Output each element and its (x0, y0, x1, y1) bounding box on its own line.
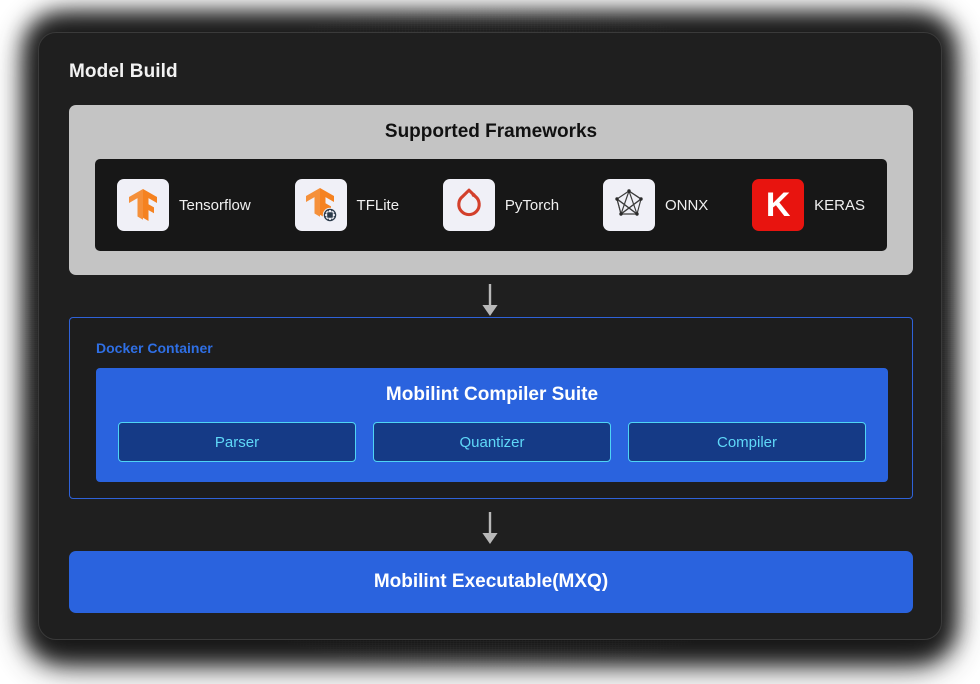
down-arrow-icon (482, 512, 498, 544)
framework-item-tflite[interactable]: TFLite (294, 179, 400, 231)
mobilint-executable-bar: Mobilint Executable(MXQ) (69, 551, 913, 613)
framework-label: PyTorch (504, 196, 560, 214)
keras-letter: K (765, 186, 791, 224)
stage-parser[interactable]: Parser (118, 422, 356, 462)
framework-label: KERAS (814, 196, 865, 214)
pytorch-icon (442, 179, 495, 231)
tensorflow-icon (117, 179, 169, 231)
onnx-glyph (615, 189, 643, 216)
compiler-suite-title: Mobilint Compiler Suite (385, 384, 599, 405)
stage-quantizer[interactable]: Quantizer (373, 422, 611, 462)
stage-compiler[interactable]: Compiler (628, 422, 866, 462)
onnx-icon (602, 179, 655, 231)
mobilint-compiler-suite: Mobilint Compiler Suite Parser Quantizer… (96, 368, 888, 482)
framework-item-keras[interactable]: K KERAS (752, 179, 865, 231)
page-title: Model Build (69, 61, 178, 82)
model-build-card: Model Build Supported Frameworks Tensorf… (38, 32, 942, 640)
supported-frameworks-title: Supported Frameworks (384, 121, 598, 142)
tensorflow-glyph (129, 189, 157, 221)
tflite-icon (294, 179, 347, 231)
framework-list: Tensorflow (95, 159, 887, 251)
docker-container-box: Docker Container Mobilint Compiler Suite… (69, 317, 913, 499)
down-arrow-icon (482, 284, 498, 316)
framework-item-onnx[interactable]: ONNX (602, 179, 709, 231)
framework-label: TFLite (356, 196, 400, 214)
framework-item-tensorflow[interactable]: Tensorflow (117, 179, 251, 231)
arrow-frameworks-to-docker (477, 283, 503, 317)
framework-label: Tensorflow (179, 196, 251, 214)
pytorch-glyph (457, 188, 481, 217)
framework-label: ONNX (664, 196, 709, 214)
framework-item-pytorch[interactable]: PyTorch (442, 179, 560, 231)
supported-frameworks-panel: Supported Frameworks Tensorflow (69, 105, 913, 275)
tflite-glyph (305, 188, 337, 223)
arrow-docker-to-output (477, 511, 503, 545)
docker-container-label: Docker Container (96, 340, 213, 356)
compiler-stage-list: Parser Quantizer Compiler (118, 422, 866, 462)
keras-icon: K (752, 179, 805, 231)
